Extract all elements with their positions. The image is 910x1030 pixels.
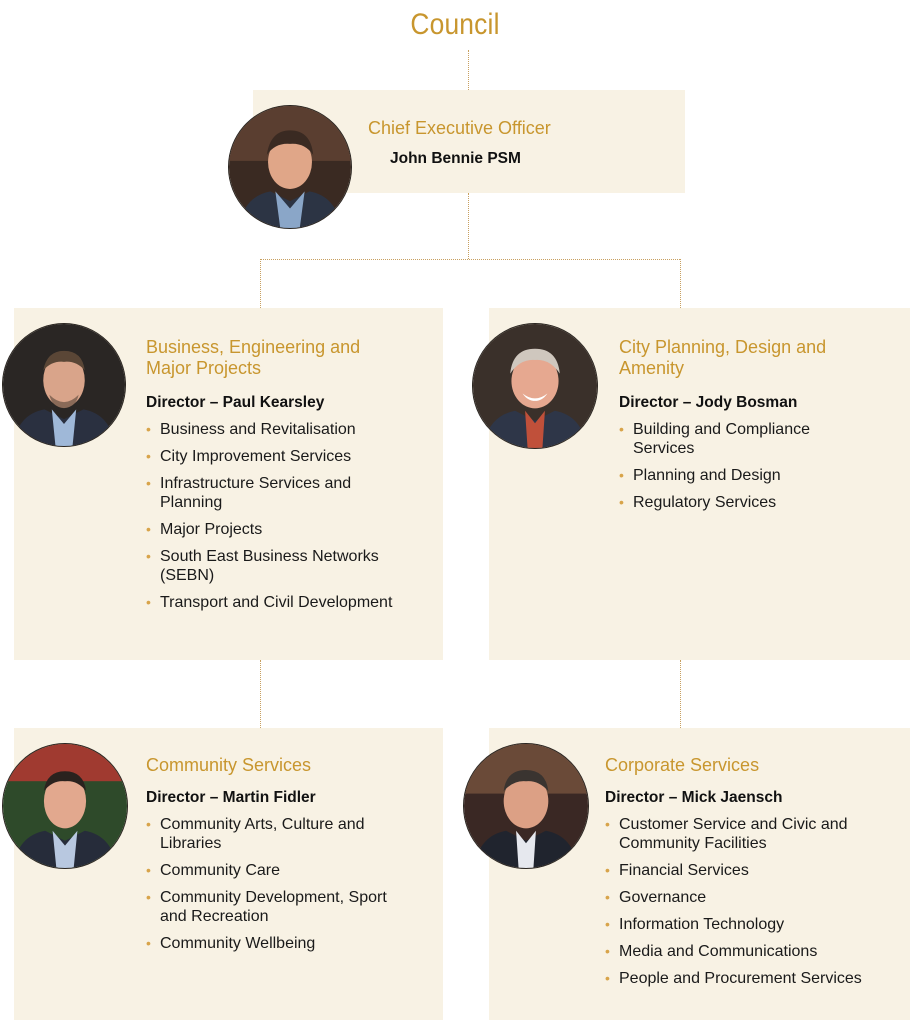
list-item: Major Projects — [145, 520, 435, 539]
business-engineering-services: Business and Revitalisation City Improve… — [145, 420, 435, 620]
community-services-list: Community Arts, Culture and Libraries Co… — [145, 815, 415, 961]
council-title: Council — [410, 8, 500, 41]
ceo-photo — [228, 105, 352, 229]
business-engineering-director: Director – Paul Kearsley — [146, 394, 325, 411]
corporate-services-unit: Corporate Services — [605, 755, 760, 775]
corporate-services-director: Director – Mick Jaensch — [605, 789, 783, 806]
community-services-unit: Community Services — [146, 755, 312, 775]
business-engineering-unit: Business, Engineering and Major Projects — [146, 337, 361, 378]
connector-council-ceo — [468, 50, 469, 90]
city-planning-services: Building and Compliance Services Plannin… — [618, 420, 848, 520]
list-item: Media and Communications — [604, 942, 904, 961]
ceo-role: Chief Executive Officer — [368, 118, 551, 138]
list-item: Community Care — [145, 861, 415, 880]
list-item: Governance — [604, 888, 904, 907]
connector-business-to-community — [260, 660, 261, 728]
list-item: Community Arts, Culture and Libraries — [145, 815, 405, 853]
list-item: Building and Compliance Services — [618, 420, 848, 458]
community-services-director: Director – Martin Fidler — [146, 789, 316, 806]
list-item: South East Business Networks (SEBN) — [145, 547, 430, 585]
city-planning-director: Director – Jody Bosman — [619, 394, 798, 411]
list-item: Community Wellbeing — [145, 934, 415, 953]
list-item: Customer Service and Civic and Community… — [604, 815, 899, 853]
paul-kearsley-photo — [2, 323, 126, 447]
connector-ceo-down — [468, 193, 469, 259]
jody-bosman-photo — [472, 323, 598, 449]
list-item: City Improvement Services — [145, 447, 435, 466]
connector-to-planning — [680, 259, 681, 308]
list-item: Community Development, Sport and Recreat… — [145, 888, 390, 926]
list-item: Transport and Civil Development — [145, 593, 435, 612]
ceo-name: John Bennie PSM — [390, 150, 521, 167]
city-planning-unit: City Planning, Design and Amenity — [619, 337, 827, 378]
connector-horizontal — [260, 259, 680, 260]
connector-planning-to-corporate — [680, 660, 681, 728]
list-item: Financial Services — [604, 861, 904, 880]
list-item: People and Procurement Services — [604, 969, 904, 988]
list-item: Business and Revitalisation — [145, 420, 435, 439]
list-item: Infrastructure Services and Planning — [145, 474, 360, 512]
list-item: Information Technology — [604, 915, 904, 934]
corporate-services-list: Customer Service and Civic and Community… — [604, 815, 904, 996]
martin-fidler-photo — [2, 743, 128, 869]
list-item: Planning and Design — [618, 466, 848, 485]
mick-jaensch-photo — [463, 743, 589, 869]
list-item: Regulatory Services — [618, 493, 848, 512]
connector-to-business — [260, 259, 261, 308]
